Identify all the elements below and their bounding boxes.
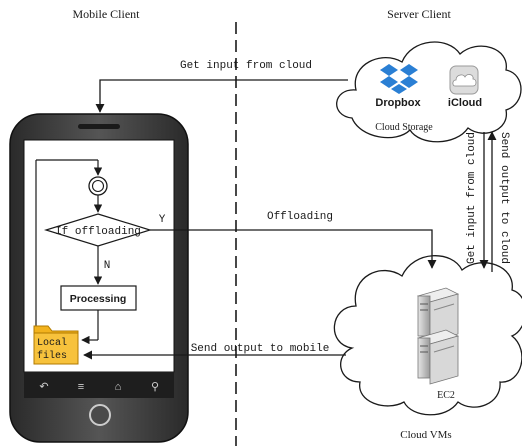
label-get-input-vertical: Get input from cloud: [466, 132, 478, 264]
menu-icon: ≡: [78, 381, 84, 393]
server-rack-icon: [416, 287, 460, 385]
phone-home-button: [89, 404, 111, 426]
cloud-vms: EC2: [333, 255, 522, 416]
label-get-input-top: Get input from cloud: [180, 60, 312, 72]
label-offloading: Offloading: [267, 211, 333, 223]
smartphone: ↶ ≡ ⌂ ⚲: [9, 113, 189, 443]
arrow-get-input-to-mobile: [95, 79, 348, 113]
yes-label: Y: [159, 214, 166, 226]
decision-label: If offloading: [55, 226, 141, 238]
cloud-vms-title: Cloud VMs: [400, 429, 451, 441]
processing-label: Processing: [70, 293, 127, 305]
icloud-icon: [449, 65, 479, 95]
server-client-header: Server Client: [387, 7, 451, 21]
label-send-output-mobile: Send output to mobile: [191, 343, 330, 355]
cloud-storage-title: Cloud Storage: [375, 122, 433, 133]
search-icon: ⚲: [151, 381, 159, 393]
mobile-client-header: Mobile Client: [73, 7, 141, 21]
arrow-offloading: [150, 229, 437, 269]
dropbox-label: Dropbox: [375, 97, 421, 109]
ec2-label: EC2: [437, 390, 455, 401]
back-icon: ↶: [39, 381, 48, 393]
no-label: N: [104, 260, 111, 272]
local-files-folder-icon: [33, 325, 79, 365]
icloud-label: iCloud: [448, 97, 482, 109]
local-files-label-line1: Local: [37, 337, 67, 349]
local-files-label-line2: files: [37, 350, 67, 362]
home-icon: ⌂: [115, 381, 122, 393]
flowchart: If offloading Y N Processing Local files: [33, 159, 166, 365]
dropbox-icon: [380, 64, 418, 94]
cloud-storage: Dropbox iCloud Cloud Storage: [336, 41, 522, 143]
label-send-output-cloud: Send output to cloud: [498, 132, 510, 264]
